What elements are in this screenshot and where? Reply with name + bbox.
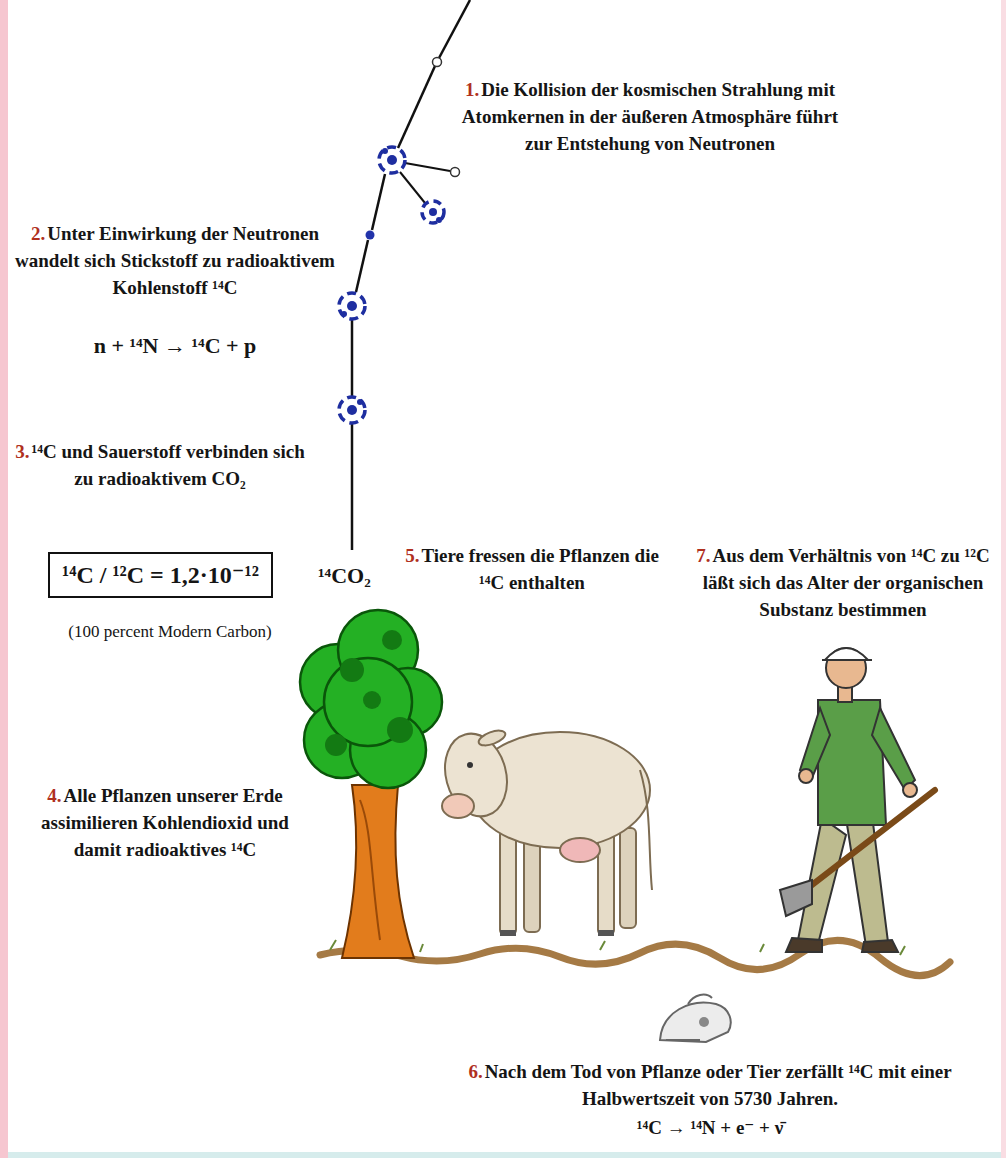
callout-number: 4. [47,785,61,806]
atom-symbol [339,147,444,423]
callout-number: 3. [15,441,29,462]
callout-number: 5. [405,545,419,566]
note-text: (100 percent Modern Carbon) [68,622,271,641]
callout-number: 2. [31,223,45,244]
decay-formula: ¹⁴C → ¹⁴N + e⁻ + ν̄ [560,1114,860,1141]
page-border [8,1152,1001,1158]
ratio-box: ¹⁴C / ¹²C = 1,2·10⁻¹² [48,552,273,598]
molecule-label: ¹⁴CO₂ [318,560,408,591]
numbered-step: 1.Die Kollision der kosmischen Strahlung… [455,76,845,157]
man-illustration [780,648,935,952]
step-text: ¹⁴C und Sauerstoff verbinden sich zu rad… [32,441,305,489]
ratio-text: ¹⁴C / ¹²C = 1,2·10⁻¹² [62,562,259,588]
page-border [0,0,8,1158]
step-text: Nach dem Tod von Pflanze oder Tier zerfä… [485,1061,952,1109]
skull-illustration [660,995,731,1042]
step-text: Tiere fressen die Pflanzen die ¹⁴C entha… [421,545,658,593]
callout-number: 6. [468,1061,482,1082]
reaction-formula: n + ¹⁴N → ¹⁴C + p [94,333,257,358]
numbered-step: 5.Tiere fressen die Pflanzen die ¹⁴C ent… [392,542,672,596]
molecule-label: ¹⁴CO₂ [318,563,371,588]
step-text: Aus dem Verhältnis von ¹⁴C zu ¹²C läßt s… [703,545,990,620]
particle [451,168,460,177]
numbered-step: 2.Unter Einwirkung der Neutronen wandelt… [10,220,340,301]
callout-number: 7. [696,545,710,566]
numbered-step: 4.Alle Pflanzen unserer Erde assimiliere… [15,782,315,863]
step-text: Unter Einwirkung der Neutronen wandelt s… [15,223,335,298]
numbered-step: 7.Aus dem Verhältnis von ¹⁴C zu ¹²C läßt… [684,542,1002,623]
decay-formula: ¹⁴C → ¹⁴N + e⁻ + ν̄ [637,1117,783,1138]
step-text: Alle Pflanzen unserer Erde assimilieren … [41,785,289,860]
numbered-step: 6.Nach dem Tod von Pflanze oder Tier zer… [460,1058,960,1112]
particle [433,58,442,67]
numbered-step: 3.¹⁴C und Sauerstoff verbinden sich zu r… [10,438,310,492]
callout-number: 1. [465,79,479,100]
tree-illustration [300,610,442,958]
cow-illustration [436,727,652,936]
cosmic-ray-path [352,0,470,550]
note-text: (100 percent Modern Carbon) [20,620,320,644]
reaction-formula: n + ¹⁴N → ¹⁴C + p [30,330,320,361]
step-text: Die Kollision der kosmischen Strahlung m… [462,79,838,154]
page-border [1001,0,1006,1158]
neutron-dot [366,231,375,240]
